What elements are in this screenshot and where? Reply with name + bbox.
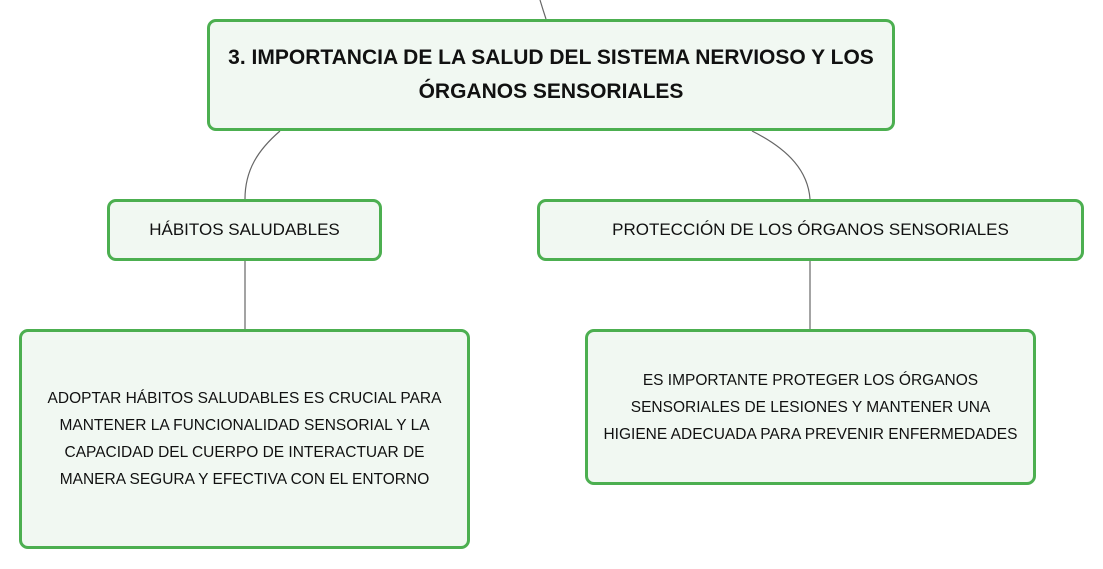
central-topic-node[interactable]: 3. IMPORTANCIA DE LA SALUD DEL SISTEMA N… — [207, 19, 895, 131]
detail-proteccion-text: ES IMPORTANTE PROTEGER LOS ÓRGANOS SENSO… — [603, 371, 1018, 443]
connector-central-to-habitos — [244, 130, 281, 200]
central-topic-title: 3. IMPORTANCIA DE LA SALUD DEL SISTEMA N… — [228, 46, 874, 103]
detail-proteccion-organos[interactable]: ES IMPORTANTE PROTEGER LOS ÓRGANOS SENSO… — [585, 329, 1036, 485]
subtopic-proteccion-organos[interactable]: PROTECCIÓN DE LOS ÓRGANOS SENSORIALES — [537, 199, 1084, 261]
subtopic-proteccion-label: PROTECCIÓN DE LOS ÓRGANOS SENSORIALES — [612, 220, 1009, 239]
connector-central-to-proteccion — [751, 130, 811, 200]
connector-parent-to-central — [539, 0, 547, 20]
detail-habitos-text: ADOPTAR HÁBITOS SALUDABLES ES CRUCIAL PA… — [47, 390, 442, 488]
subtopic-habitos-saludables[interactable]: HÁBITOS SALUDABLES — [107, 199, 382, 261]
detail-habitos-saludables[interactable]: ADOPTAR HÁBITOS SALUDABLES ES CRUCIAL PA… — [19, 329, 470, 549]
subtopic-habitos-label: HÁBITOS SALUDABLES — [149, 220, 340, 239]
